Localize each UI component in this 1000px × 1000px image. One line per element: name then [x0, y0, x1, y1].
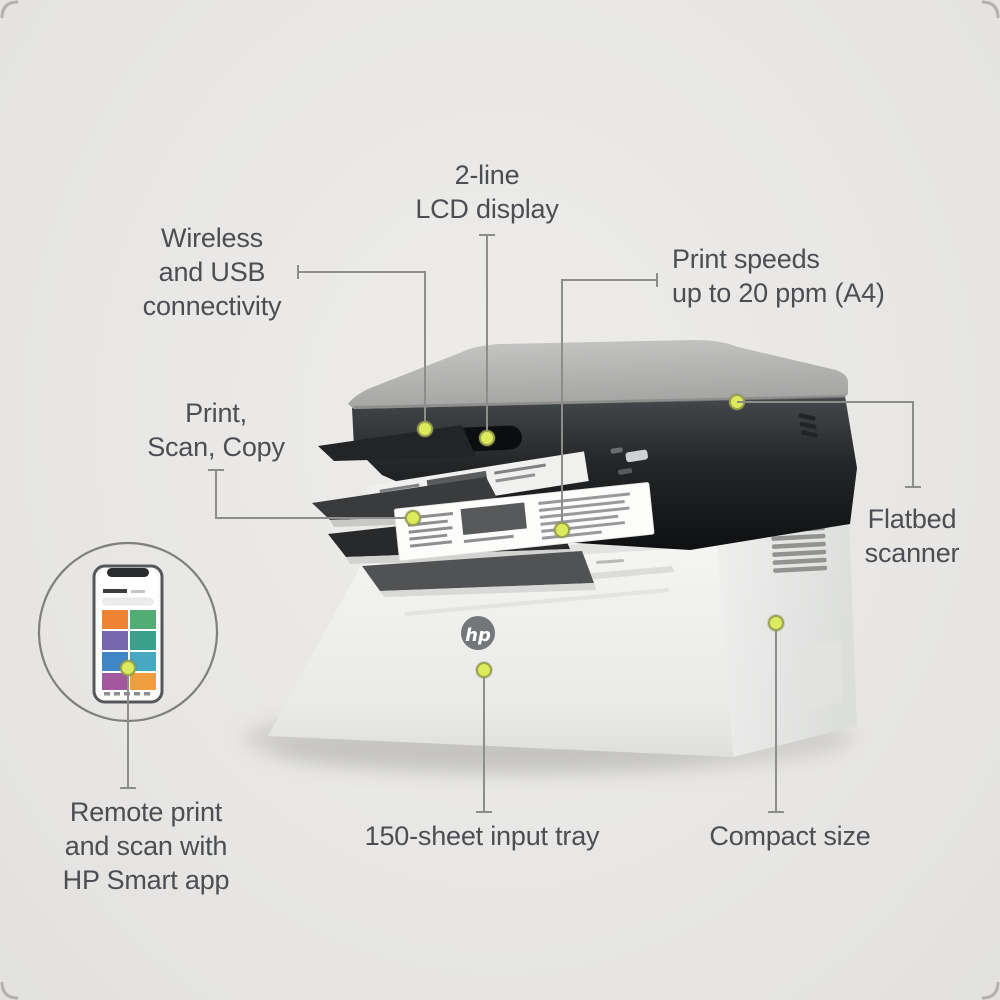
- compact-line-v: [775, 623, 777, 812]
- rear-vent-slits: [798, 413, 818, 438]
- print-scan-copy-dot: [405, 510, 421, 526]
- scanner-lid: [348, 340, 848, 409]
- hp-logo-disc: [461, 616, 495, 650]
- lcd-dot: [479, 430, 495, 446]
- input-tray-dot: [476, 662, 492, 678]
- hp-smart-app-vignette: [37, 541, 219, 723]
- app-search-bar: [102, 597, 154, 606]
- input-tray-tick: [476, 811, 492, 813]
- printer-body-right-face: [716, 521, 857, 757]
- lcd-line-v: [486, 235, 488, 437]
- flatbed-tick: [905, 486, 921, 488]
- print-scan-copy-line-h: [215, 517, 408, 519]
- print-speeds-dot: [554, 522, 570, 538]
- app-tile-grid: [102, 610, 156, 690]
- wireless-line-h: [298, 271, 426, 273]
- wireless-label: Wireless and USB connectivity: [142, 223, 282, 322]
- phone-notch: [107, 568, 149, 577]
- panel-buttons: [610, 447, 648, 475]
- print-speeds-tick: [656, 273, 658, 287]
- flatbed-label: Flatbed scanner: [864, 504, 960, 569]
- print-scan-copy-label: Print, Scan, Copy: [147, 398, 285, 463]
- wireless-line-v: [424, 271, 426, 429]
- print-scan-copy-line-v: [215, 470, 217, 519]
- print-speeds-line-h: [562, 279, 657, 281]
- compact-label: Compact size: [709, 821, 871, 851]
- remote-label: Remote print and scan with HP Smart app: [62, 797, 230, 896]
- lcd-label: 2-line LCD display: [415, 160, 559, 225]
- remote-tick: [120, 787, 136, 789]
- print-speeds-label: Print speeds up to 20 ppm (A4): [672, 244, 885, 309]
- print-speeds-line-v: [561, 279, 563, 529]
- hp-logo-text: hp: [465, 625, 491, 646]
- flatbed-line-v: [912, 401, 914, 487]
- wireless-dot: [417, 421, 433, 437]
- remote-dot: [120, 660, 136, 676]
- input-tray-label: 150-sheet input tray: [364, 821, 600, 851]
- printed-output-pages: [312, 425, 655, 597]
- compact-tick: [768, 811, 784, 813]
- flatbed-line-h: [737, 401, 914, 403]
- remote-line-v: [127, 668, 129, 788]
- compact-dot: [768, 615, 784, 631]
- input-tray-line-v: [483, 670, 485, 812]
